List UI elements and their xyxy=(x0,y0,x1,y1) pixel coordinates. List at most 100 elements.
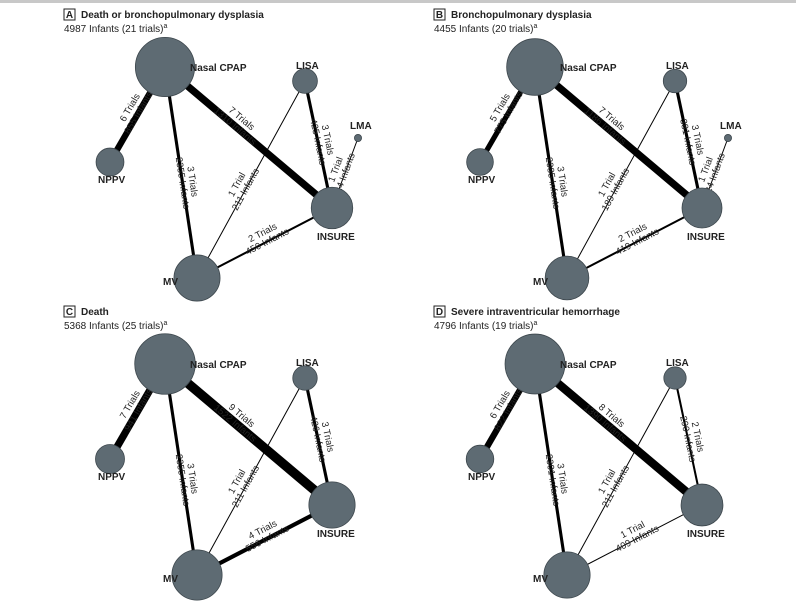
node-label-nasal-cpap: Nasal CPAP xyxy=(190,360,247,371)
panel-letter: D xyxy=(436,307,443,318)
edge-trials-label: 3 Trials xyxy=(184,463,200,495)
node-label-nppv: NPPV xyxy=(468,175,496,186)
edge-lisa-insure xyxy=(673,80,704,209)
panel-letter-box xyxy=(433,305,446,318)
node-nppv xyxy=(466,148,494,176)
node-insure xyxy=(680,483,724,527)
node-label-mv: MV xyxy=(163,574,178,585)
node-lisa xyxy=(662,68,688,94)
node-mv xyxy=(173,254,221,302)
node-label-nasal-cpap: Nasal CPAP xyxy=(560,360,617,371)
edge-nasal-cpap-mv xyxy=(533,363,569,576)
node-label-mv: MV xyxy=(533,574,548,585)
node-lisa xyxy=(292,68,318,94)
node-insure xyxy=(681,187,723,229)
edge-lisa-mv xyxy=(196,377,306,576)
edge-nasal-cpap-insure xyxy=(532,360,705,509)
panel-title: Severe intraventricular hemorrhage xyxy=(451,307,620,318)
edge-lisa-insure xyxy=(673,377,704,506)
node-label-lisa: LISA xyxy=(296,61,319,72)
node-nasal-cpap xyxy=(504,333,566,395)
node-label-lma: LMA xyxy=(720,121,742,132)
edge-nasal-cpap-insure xyxy=(161,360,336,509)
node-lisa xyxy=(292,365,318,391)
edge-lisa-mv xyxy=(566,80,676,279)
panel-subtitle: 4455 Infants (20 trials)a xyxy=(434,23,538,35)
edge-nasal-cpap-insure xyxy=(532,64,705,211)
node-label-mv: MV xyxy=(163,277,178,288)
edge-lisa-insure xyxy=(303,80,334,209)
edge-insure-mv xyxy=(196,207,333,279)
node-label-nasal-cpap: Nasal CPAP xyxy=(560,63,617,74)
node-nppv xyxy=(95,444,125,474)
panel-letter-box xyxy=(63,305,76,318)
edge-nasal-cpap-mv xyxy=(533,66,569,279)
node-nppv xyxy=(465,444,495,474)
node-label-nppv: NPPV xyxy=(98,472,126,483)
panel-b: B Bronchopulmonary dysplasia 4455 Infants … xyxy=(433,8,742,301)
top-border xyxy=(0,0,796,3)
edge-nasal-cpap-mv xyxy=(163,66,199,279)
edge-trials-label: 3 Trials xyxy=(554,463,570,495)
panel-letter-box xyxy=(63,8,76,21)
panel-title: Bronchopulmonary dysplasia xyxy=(451,10,592,21)
node-lma xyxy=(354,134,362,142)
node-nasal-cpap xyxy=(134,36,196,98)
node-nppv xyxy=(95,147,125,177)
node-insure xyxy=(310,186,354,230)
panel-letter: C xyxy=(66,307,73,318)
edge-insure-mv xyxy=(566,504,703,576)
panel-subtitle: 4987 Infants (21 trials)a xyxy=(64,23,168,35)
node-label-insure: INSURE xyxy=(317,529,355,540)
node-label-mv: MV xyxy=(533,277,548,288)
panel-title: Death xyxy=(81,307,109,318)
edge-insure-mv xyxy=(566,207,703,279)
node-label-insure: INSURE xyxy=(687,529,725,540)
panel-subtitle: 4796 Infants (19 trials)a xyxy=(434,320,538,332)
panel-d: D Severe intraventricular hemorrhage 4796 … xyxy=(433,305,725,599)
node-nasal-cpap xyxy=(134,333,196,395)
edge-lisa-mv xyxy=(196,80,306,279)
node-label-lma: LMA xyxy=(350,121,372,132)
node-label-nppv: NPPV xyxy=(468,472,496,483)
edge-trials-label: 3 Trials xyxy=(554,166,570,198)
node-label-lisa: LISA xyxy=(296,358,319,369)
node-nasal-cpap xyxy=(506,38,564,96)
panel-letter: B xyxy=(436,10,443,21)
node-label-insure: INSURE xyxy=(687,232,725,243)
node-lisa xyxy=(663,366,687,390)
node-label-lisa: LISA xyxy=(666,61,689,72)
node-label-nppv: NPPV xyxy=(98,175,126,186)
panel-subtitle: 5368 Infants (25 trials)a xyxy=(64,320,168,332)
node-label-lisa: LISA xyxy=(666,358,689,369)
node-label-insure: INSURE xyxy=(317,232,355,243)
edge-lisa-mv xyxy=(566,377,676,576)
node-mv xyxy=(543,551,591,599)
node-insure xyxy=(308,481,356,529)
node-label-nasal-cpap: Nasal CPAP xyxy=(190,63,247,74)
node-mv xyxy=(171,549,223,601)
panel-letter-box xyxy=(433,8,446,21)
node-lma xyxy=(724,134,732,142)
